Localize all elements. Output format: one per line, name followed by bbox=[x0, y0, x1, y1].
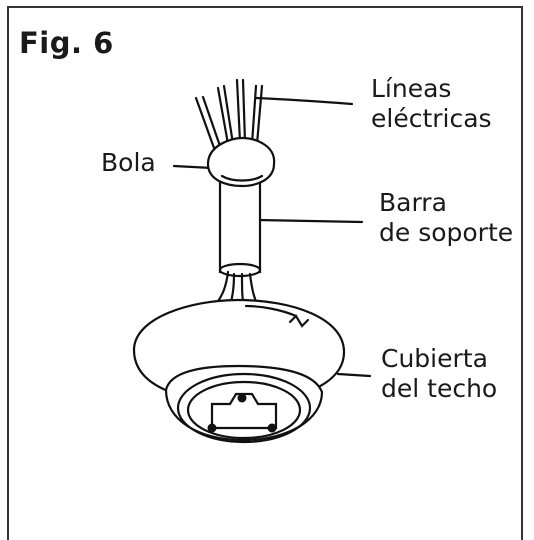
ball bbox=[206, 136, 276, 188]
support-rod bbox=[218, 174, 262, 274]
canopy-slot bbox=[288, 314, 310, 328]
canopy-ring bbox=[164, 364, 324, 442]
label-barra-line2: de soporte bbox=[379, 218, 514, 247]
label-lineas-electricas: Líneas eléctricas bbox=[371, 74, 492, 134]
label-bola: Bola bbox=[101, 148, 156, 177]
leader-lineas bbox=[254, 96, 354, 106]
label-barra-line1: Barra bbox=[379, 188, 447, 217]
electrical-wires bbox=[194, 78, 264, 150]
mounting-hole-left bbox=[207, 423, 217, 433]
label-cubierta-del-techo: Cubierta del techo bbox=[381, 344, 497, 404]
figure-frame bbox=[7, 6, 523, 540]
figure-title: Fig. 6 bbox=[19, 26, 114, 60]
mounting-hole-top bbox=[237, 393, 247, 403]
leader-bola bbox=[172, 164, 214, 170]
mounting-hole-right bbox=[267, 423, 277, 433]
rod-bottom bbox=[218, 262, 262, 278]
leader-cubierta bbox=[336, 372, 372, 378]
mounting-plate bbox=[210, 392, 278, 430]
label-lineas-line1: Líneas bbox=[371, 74, 452, 103]
label-barra-de-soporte: Barra de soporte bbox=[379, 188, 513, 248]
label-lineas-line2: eléctricas bbox=[371, 104, 492, 133]
label-cubierta-line2: del techo bbox=[381, 374, 498, 403]
leader-barra bbox=[256, 218, 364, 224]
label-cubierta-line1: Cubierta bbox=[381, 344, 488, 373]
